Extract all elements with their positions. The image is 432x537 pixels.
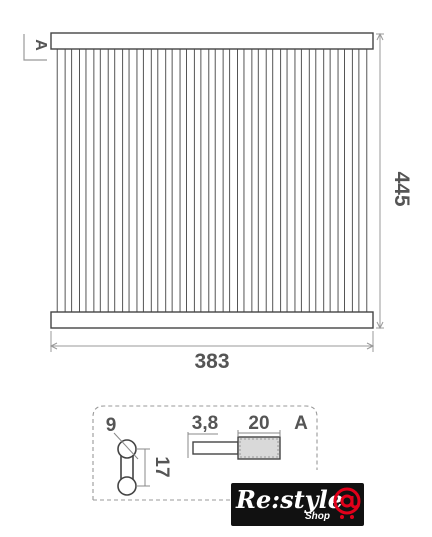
- mat-rod: [272, 48, 282, 313]
- width-dimension: [49, 331, 375, 352]
- mat-bottom-band: [50, 311, 374, 329]
- mat-rod: [358, 48, 368, 313]
- detail-section-label: A: [294, 413, 308, 434]
- cap-dimension: [237, 430, 281, 437]
- rod-end-detail: [192, 436, 281, 460]
- mat-rod: [128, 48, 138, 313]
- rod-diameter-label: 9: [106, 415, 117, 436]
- mat-rod: [344, 48, 353, 313]
- cap-length-label: 20: [248, 413, 269, 434]
- mat-rod: [99, 48, 109, 313]
- logo-subtitle: Shop: [305, 511, 330, 522]
- section-marker: A: [23, 34, 49, 61]
- restyle-shop-logo: Re:style Shop: [231, 483, 364, 526]
- mat-rod: [286, 48, 296, 313]
- rod-diameter-dimension: [113, 432, 139, 460]
- mat-rod: [157, 48, 167, 313]
- mat-rod: [329, 48, 339, 313]
- mat-rod: [300, 48, 310, 313]
- height-label: 445: [390, 171, 413, 206]
- mat-rod: [257, 48, 267, 313]
- mat-rod: [214, 48, 224, 313]
- mat-rod: [114, 48, 124, 313]
- detail-frame: [92, 405, 318, 500]
- mat-rod: [85, 48, 95, 313]
- mat-rod: [171, 48, 181, 313]
- mat-rod: [142, 48, 152, 313]
- mat-rods: [56, 48, 368, 313]
- mat-rod: [243, 48, 253, 313]
- pin-diameter-label: 3,8: [192, 413, 218, 434]
- rod-cross-section: [117, 439, 137, 496]
- at-sign-icon: [333, 487, 361, 519]
- rod-spacing-dimension: [136, 448, 150, 487]
- mat-rod: [71, 48, 80, 313]
- width-label: 383: [194, 350, 229, 373]
- mat-rod: [200, 48, 210, 313]
- mat-rod: [229, 48, 239, 313]
- logo-wordmark: Re:style: [236, 485, 344, 514]
- mat-top-band: [50, 32, 374, 50]
- pin-dimension: [187, 432, 218, 458]
- rod-spacing-label: 17: [151, 456, 172, 477]
- height-dimension: [376, 32, 384, 330]
- mat-rod: [315, 48, 325, 313]
- mat-rod: [56, 48, 66, 313]
- mat-rod: [186, 48, 195, 313]
- section-marker-label: A: [32, 39, 49, 51]
- end-cap: [237, 436, 281, 460]
